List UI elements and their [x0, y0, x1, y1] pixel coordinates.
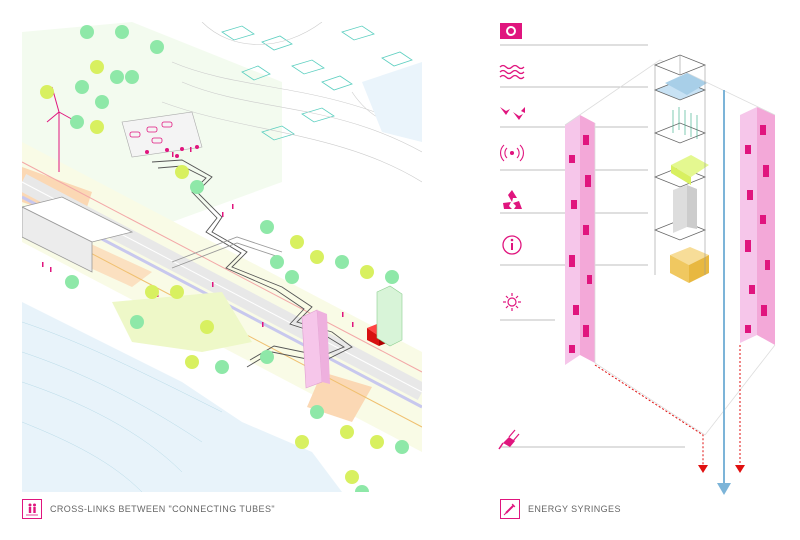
- water-waves-icon: [499, 64, 525, 80]
- pink-tower-side: [317, 310, 330, 384]
- central-tower: [653, 54, 709, 283]
- info-icon: [502, 235, 522, 255]
- water-lower: [22, 302, 342, 492]
- activity-dots: [145, 145, 199, 158]
- syringe-icon: [500, 499, 520, 519]
- green-lattice: [672, 107, 698, 139]
- trees: [40, 25, 409, 492]
- right-caption-text: ENERGY SYRINGES: [528, 504, 621, 514]
- green-glass-block: [376, 285, 403, 347]
- urban-axonometric-drawing: [22, 22, 422, 492]
- lime-lawn: [112, 292, 252, 352]
- wifi-signal-icon: [500, 144, 524, 162]
- camera-icon: [500, 23, 522, 39]
- right-pink-slab: [740, 107, 775, 345]
- right-caption: ENERGY SYRINGES: [500, 497, 621, 521]
- people-icon: [22, 499, 42, 519]
- syringes-svg: [498, 23, 776, 495]
- sun-icon: [503, 293, 521, 311]
- recycle-icon: [503, 190, 522, 209]
- blue-arrow: [717, 90, 731, 495]
- birds-icon: [500, 107, 525, 120]
- car-icons: [129, 121, 173, 144]
- red-cube-left: [367, 328, 379, 346]
- left-pink-slab: [565, 115, 595, 365]
- left-caption-text: CROSS-LINKS BETWEEN "CONNECTING TUBES": [50, 504, 275, 514]
- warehouse-wall: [22, 206, 93, 273]
- energy-syringes-diagram: [495, 15, 795, 505]
- red-dotted-arrows: [594, 345, 745, 473]
- water-upper: [362, 62, 422, 142]
- parking-lot: [121, 111, 203, 158]
- power-plug-icon: [498, 429, 520, 450]
- left-caption: CROSS-LINKS BETWEEN "CONNECTING TUBES": [22, 497, 275, 521]
- water-ripples: [22, 321, 223, 492]
- building-cluster: [221, 25, 413, 141]
- site-plan-svg: [22, 22, 422, 492]
